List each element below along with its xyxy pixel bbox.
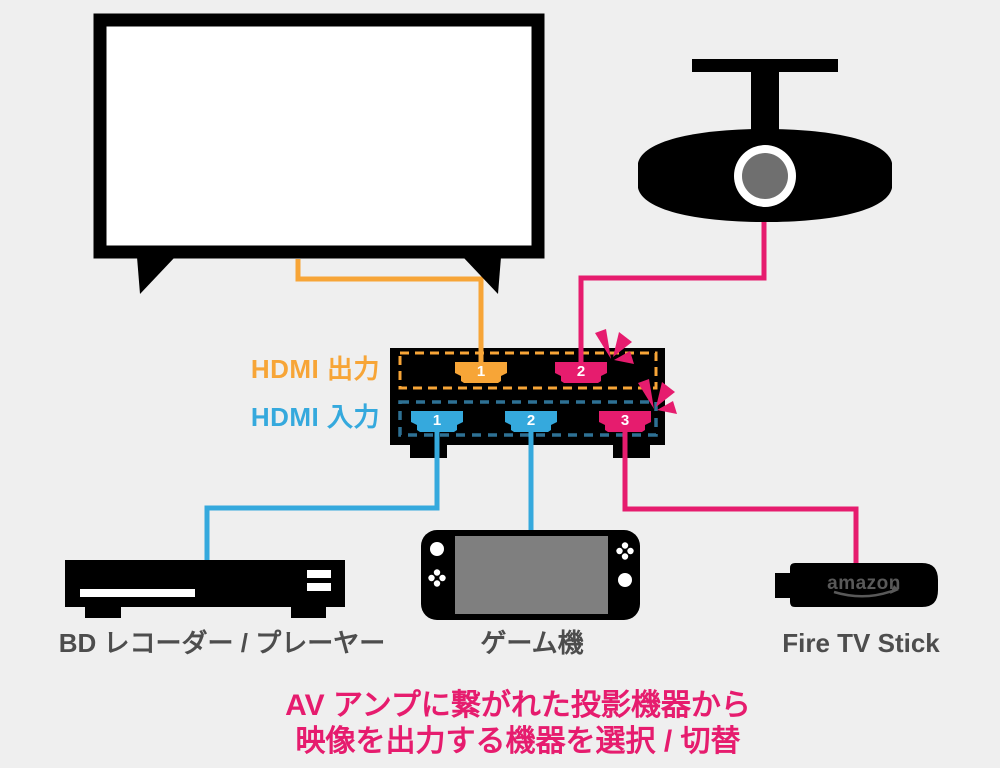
hdmi-input-port-1 bbox=[411, 411, 463, 432]
game-console-label: ゲーム機 bbox=[480, 628, 584, 658]
game-console-screen bbox=[455, 536, 608, 614]
projector-lens-icon bbox=[742, 153, 788, 199]
hdmi-input-label: HDMI 入力 bbox=[250, 402, 380, 432]
cable-tv-to-output1 bbox=[295, 259, 484, 366]
hdmi-output-port-1 bbox=[455, 362, 507, 383]
av-amp-foot-left bbox=[410, 445, 447, 458]
bd-foot-left bbox=[85, 607, 121, 618]
cable-projector-to-output2 bbox=[578, 220, 767, 366]
tv-foot-right bbox=[463, 257, 501, 294]
av-amp-foot-right bbox=[613, 445, 650, 458]
fire-tv-label: Fire TV Stick bbox=[782, 628, 940, 658]
input-port-3-number: 3 bbox=[621, 412, 629, 429]
amazon-logo: amazon bbox=[827, 573, 901, 594]
amazon-smile-icon bbox=[833, 589, 893, 598]
bd-recorder bbox=[65, 560, 345, 618]
projector-mount-bar bbox=[692, 59, 838, 72]
tv bbox=[93, 13, 545, 294]
game-buttons-icon bbox=[616, 542, 634, 560]
output-port-1-number: 1 bbox=[477, 363, 485, 380]
hdmi-output-port-2 bbox=[555, 362, 607, 383]
hdmi-output-label: HDMI 出力 bbox=[250, 354, 380, 384]
game-console bbox=[421, 530, 640, 620]
bd-disc-slot bbox=[80, 589, 195, 597]
hdmi-input-port-2 bbox=[505, 411, 557, 432]
input-port-1-number: 1 bbox=[433, 412, 441, 429]
hdmi-output-zone bbox=[398, 351, 658, 390]
fire-tv-body bbox=[790, 563, 938, 607]
cable-input3-to-firetv bbox=[622, 428, 859, 566]
game-dpad-icon bbox=[428, 569, 446, 587]
hdmi-ports: 1 2 1 2 3 bbox=[411, 362, 651, 432]
caption-line1: AV アンプに繋がれた投影機器から bbox=[285, 689, 751, 722]
game-right-stick bbox=[618, 573, 632, 587]
bd-button-top bbox=[307, 570, 331, 578]
tv-screen bbox=[93, 13, 545, 259]
bd-recorder-label: BD レコーダー / プレーヤー bbox=[58, 628, 386, 658]
input-port-2-number: 2 bbox=[527, 412, 535, 429]
hdmi-input-port-3 bbox=[599, 411, 651, 432]
fire-tv-stick: amazon bbox=[775, 563, 938, 607]
game-left-stick bbox=[430, 542, 444, 556]
amazon-smile-arrow bbox=[890, 585, 899, 594]
bd-foot-right bbox=[291, 607, 326, 618]
flash-icon-output2 bbox=[595, 329, 634, 364]
output-port-2-number: 2 bbox=[577, 363, 585, 380]
projector-mount-stem bbox=[751, 70, 779, 132]
tv-foot-left bbox=[137, 257, 175, 294]
caption-line2: 映像を出力する機器を選択 / 切替 bbox=[295, 725, 741, 758]
hdmi-input-zone bbox=[398, 400, 658, 437]
flash-icon-input3 bbox=[638, 379, 677, 414]
projector bbox=[638, 59, 892, 222]
bd-button-bottom bbox=[307, 583, 331, 591]
bd-recorder-body bbox=[65, 560, 345, 607]
cable-input1-to-bd bbox=[204, 428, 440, 562]
